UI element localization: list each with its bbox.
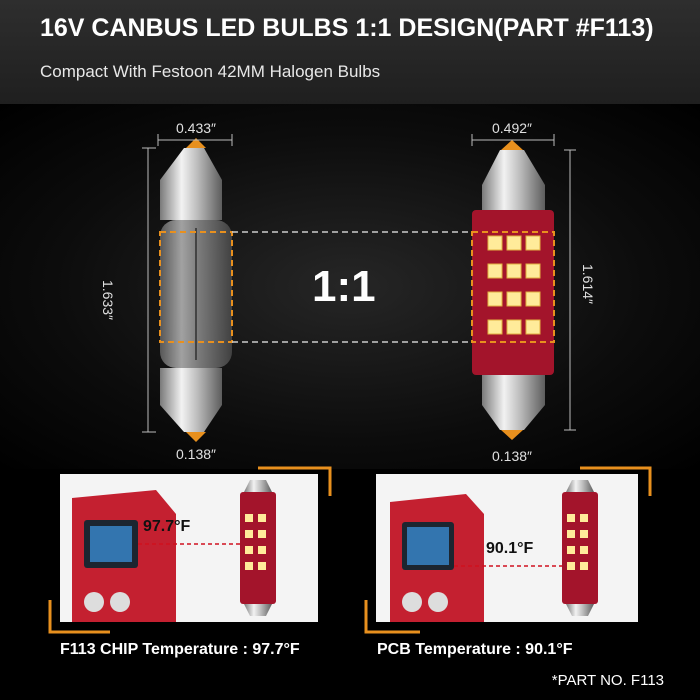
halogen-bulb <box>160 138 232 442</box>
thermometer-illustration <box>376 474 638 622</box>
led-tip-label: 0.138″ <box>492 448 532 464</box>
pcb-temperature-caption: PCB Temperature : 90.1°F <box>377 641 573 658</box>
part-number-label: *PART NO. F113 <box>551 672 664 689</box>
ratio-label: 1:1 <box>312 262 376 311</box>
halogen-tip-label: 0.138″ <box>176 446 216 462</box>
page-title: 16V CANBUS LED BULBS 1:1 DESIGN(PART #F1… <box>40 14 654 42</box>
header-banner: 16V CANBUS LED BULBS 1:1 DESIGN(PART #F1… <box>0 0 700 104</box>
pcb-temperature-photo: 90.1°F <box>376 474 638 622</box>
pcb-temperature-reading: 90.1°F <box>486 540 534 557</box>
comparison-guide-lines <box>232 231 472 343</box>
page-subtitle: Compact With Festoon 42MM Halogen Bulbs <box>40 62 381 81</box>
led-width-label: 0.492″ <box>492 120 532 136</box>
comparison-dashed-box <box>159 231 555 343</box>
halogen-length-label: 1.633″ <box>100 280 116 320</box>
chip-temperature-reading: 97.7°F <box>143 518 191 535</box>
led-length-label: 1.614″ <box>580 264 596 304</box>
halogen-width-label: 0.433″ <box>176 120 216 136</box>
led-bulb <box>472 140 554 440</box>
chip-temperature-caption: F113 CHIP Temperature : 97.7°F <box>60 641 300 658</box>
chip-temperature-photo: 97.7°F <box>60 474 318 622</box>
dimension-lines <box>142 134 576 433</box>
thermometer-illustration <box>60 474 318 622</box>
comparison-area <box>0 104 700 469</box>
